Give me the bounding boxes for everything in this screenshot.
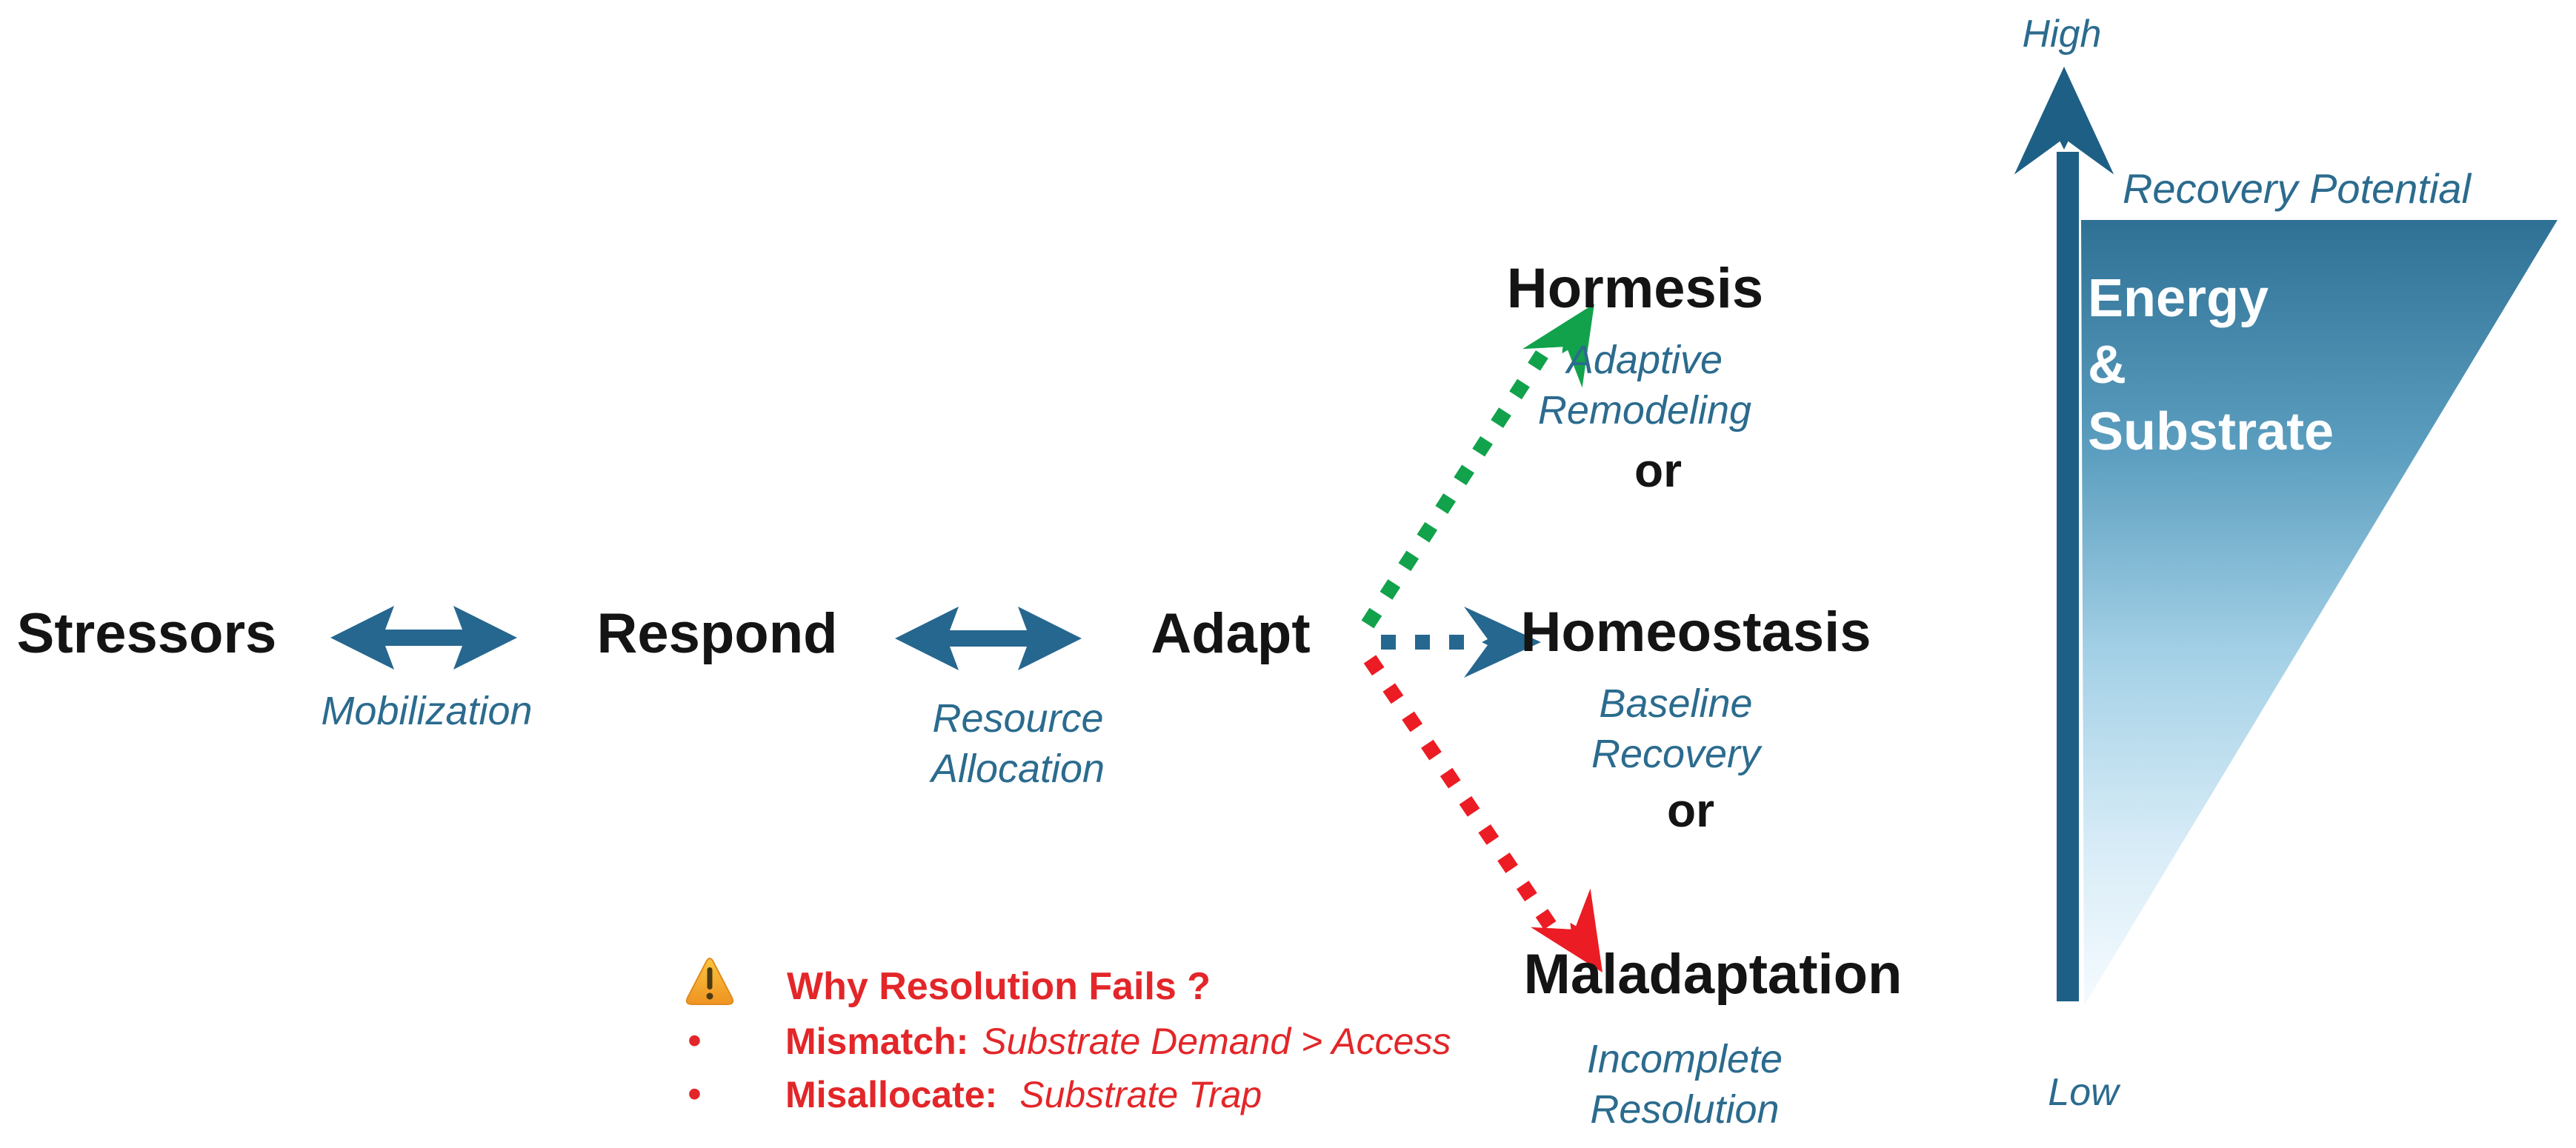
homeostasis-subtitle: Baseline Recovery	[1591, 678, 1760, 779]
hormesis-subtitle-line1: Adaptive	[1566, 338, 1723, 382]
hormesis-subtitle-line2: Remodeling	[1537, 388, 1752, 433]
resource-line: Resource	[932, 696, 1104, 741]
energy-substrate-label: Energy & Substrate	[2088, 265, 2334, 465]
adapt-label: Adapt	[1151, 602, 1311, 665]
bullet-dot-icon: •	[688, 1072, 702, 1116]
maladaptation-subtitle: Incomplete Resolution	[1587, 1034, 1783, 1135]
respond-adapt-double-arrow-icon	[895, 607, 1082, 670]
stressors-respond-double-arrow-icon	[330, 606, 517, 670]
hormesis-label: Hormesis	[1506, 257, 1764, 320]
axis-low-label: Low	[2048, 1071, 2119, 1114]
maladaptation-dotted-line	[1363, 655, 1561, 936]
maladaptation-label: Maladaptation	[1523, 943, 1903, 1006]
recovery-potential-label: Recovery Potential	[2122, 165, 2472, 212]
or-separator-1: or	[1634, 444, 1682, 497]
warning-bullet-misallocate: • Misallocate: Substrate Trap	[688, 1071, 1262, 1117]
homeostasis-subtitle-line1: Baseline	[1599, 681, 1753, 726]
misallocate-detail: Substrate Trap	[1019, 1074, 1262, 1115]
substrate-line: Substrate	[2088, 402, 2334, 461]
energy-line: Energy	[2088, 269, 2269, 328]
recovery-axis-shaft	[2057, 152, 2079, 1001]
warning-title: Why Resolution Fails ?	[787, 965, 1211, 1008]
homeostasis-subtitle-line2: Recovery	[1591, 732, 1761, 776]
maladaptation-subtitle-line2: Resolution	[1590, 1087, 1780, 1132]
maladaptation-subtitle-line1: Incomplete	[1586, 1037, 1783, 1081]
misallocate-term: Misallocate:	[785, 1074, 998, 1115]
or-separator-2: or	[1667, 784, 1714, 837]
resource-allocation-label: Resource Allocation	[931, 693, 1105, 794]
hormesis-dotted-line	[1361, 340, 1555, 629]
hormesis-subtitle: Adaptive Remodeling	[1538, 335, 1751, 435]
bullet-dot-icon: •	[688, 1018, 702, 1063]
mismatch-term: Mismatch:	[785, 1021, 969, 1062]
homeostasis-label: Homeostasis	[1520, 601, 1871, 664]
energy-substrate-triangle	[2081, 220, 2557, 1006]
stressors-label: Stressors	[16, 602, 277, 665]
axis-high-label: High	[2022, 13, 2102, 56]
ampersand-line: &	[2088, 336, 2126, 395]
mobilization-label: Mobilization	[321, 689, 533, 733]
respond-label: Respond	[596, 602, 838, 665]
allocation-line: Allocation	[931, 747, 1105, 791]
warning-icon	[685, 958, 734, 1005]
warning-bullet-mismatch: • Mismatch: Substrate Demand > Access	[688, 1018, 1451, 1064]
mismatch-detail: Substrate Demand > Access	[982, 1021, 1451, 1062]
